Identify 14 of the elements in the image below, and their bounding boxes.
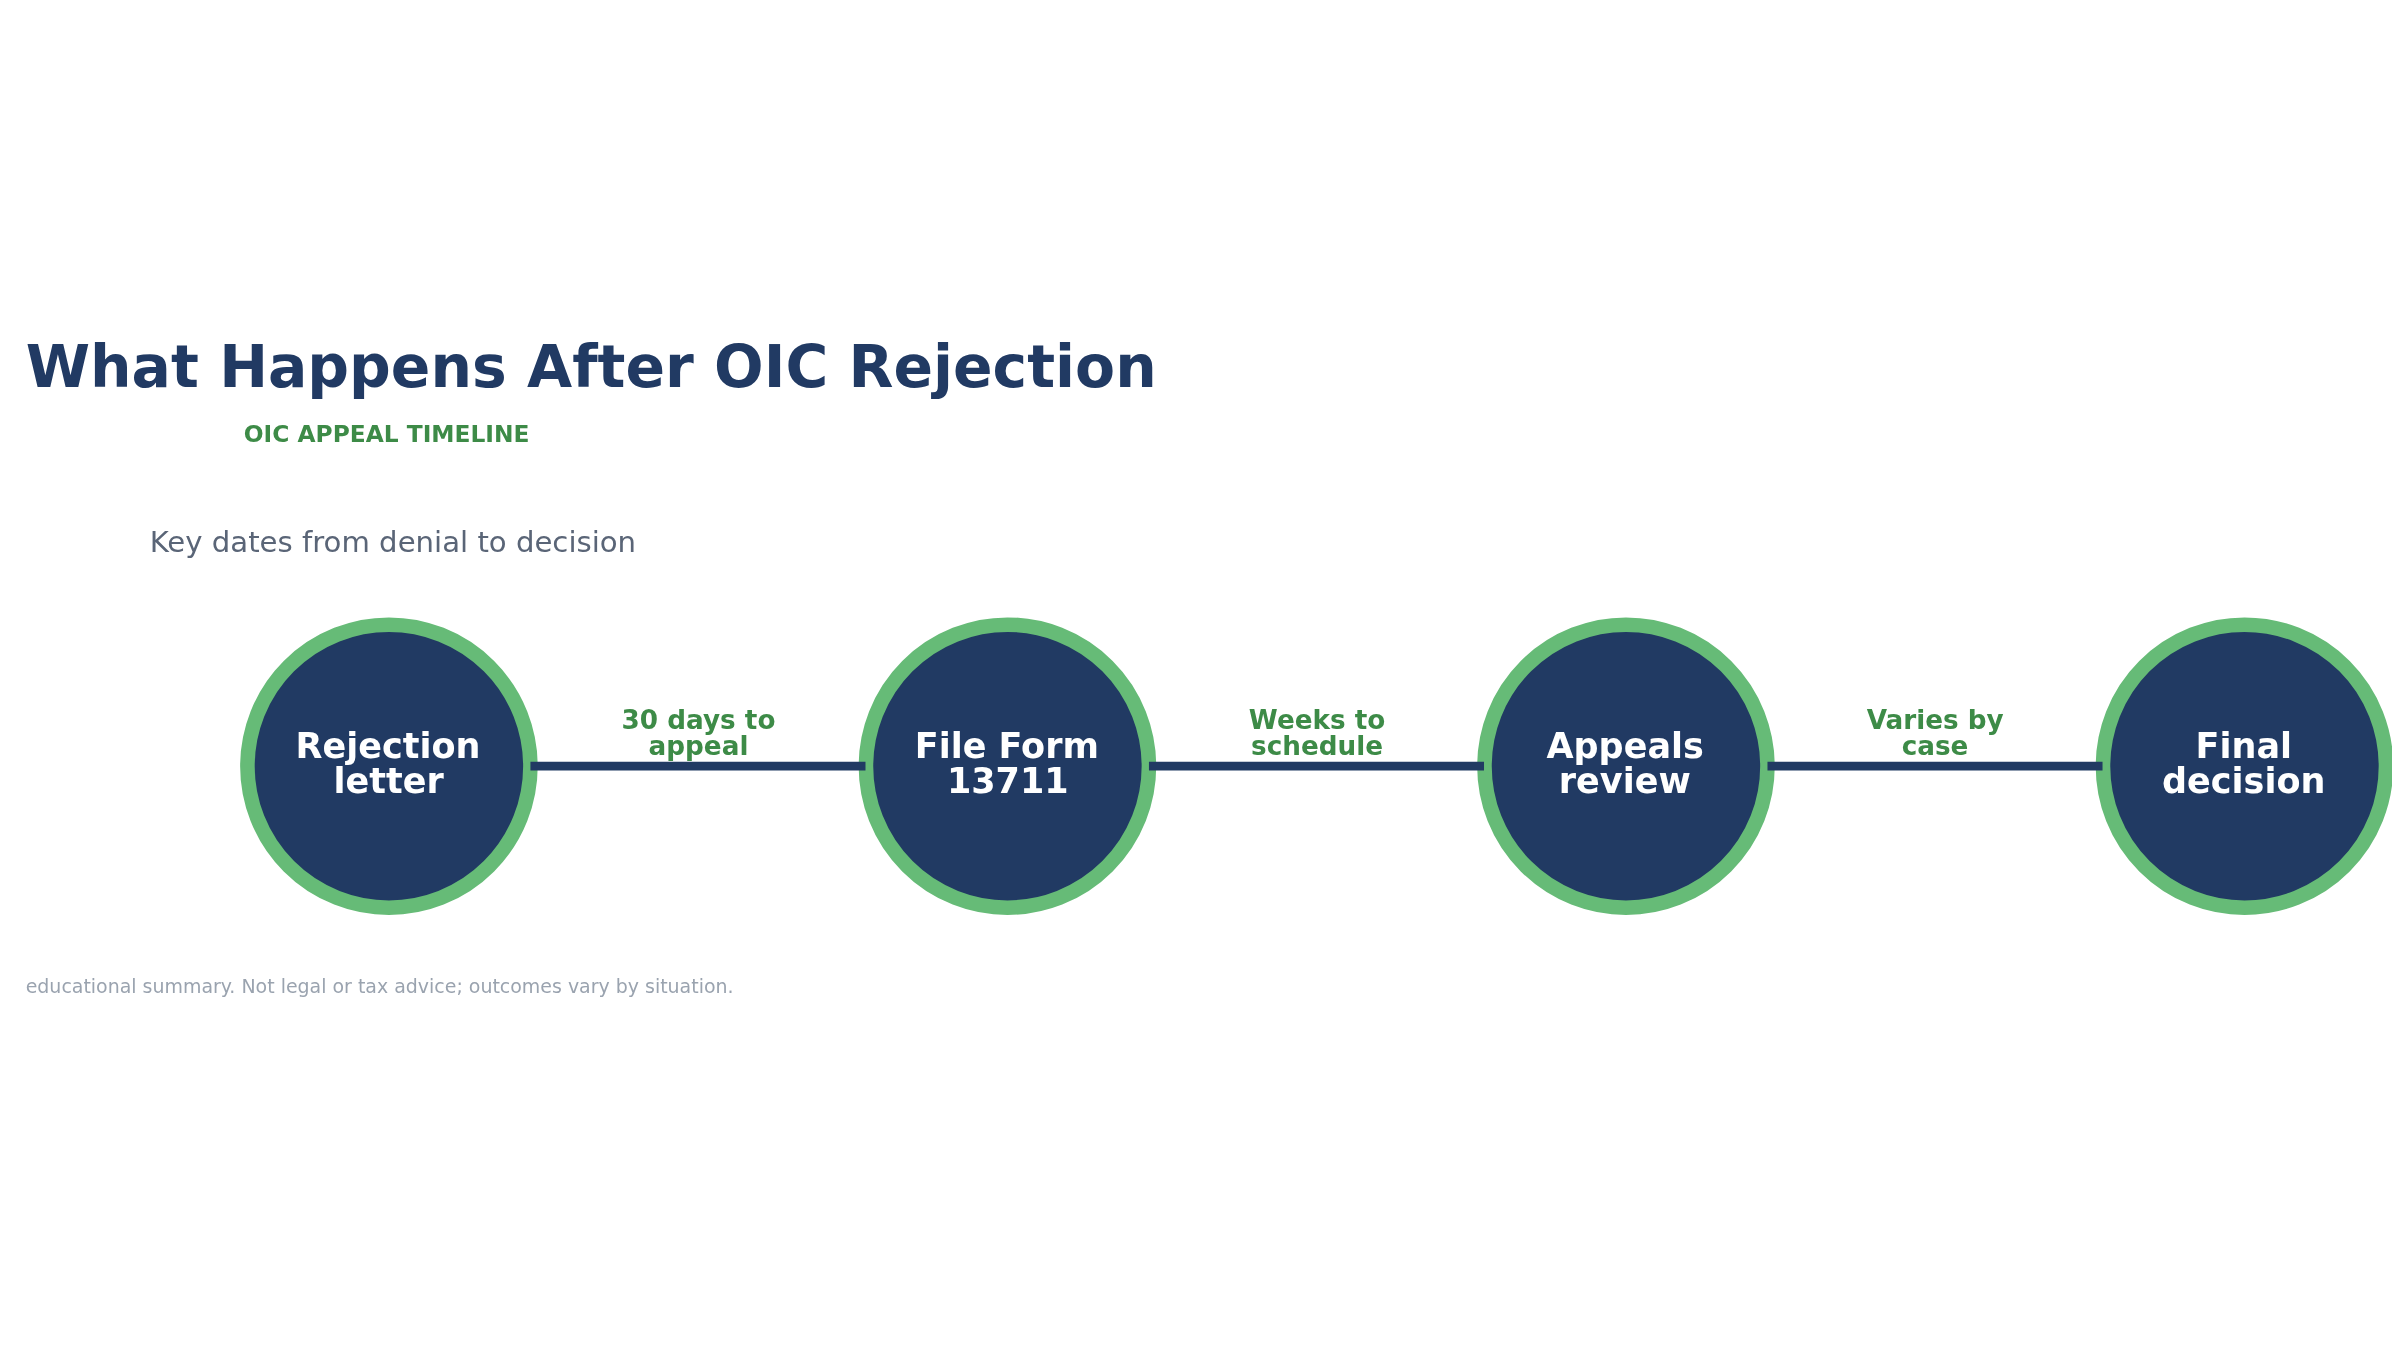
connector <box>530 761 866 771</box>
diagram-title: What Happens After OIC Rejection <box>25 332 1157 401</box>
edge-label: 30 days to appeal <box>621 704 776 762</box>
edge-label: Weeks to schedule <box>1248 704 1386 762</box>
edge-label: Varies by case <box>1866 704 2004 762</box>
label: OIC APPEAL TIMELINE <box>243 420 530 449</box>
node-circle: Final decision <box>2095 617 2392 915</box>
connector <box>1148 761 1484 771</box>
node-circle: File Form 13711 <box>858 617 1157 915</box>
connector <box>1767 761 2103 771</box>
node-circle: Appeals review <box>1477 617 1775 915</box>
label: educational summary. Not legal or tax advice; outcomes vary by situation. <box>25 974 734 997</box>
label: Key dates from denial to decision <box>149 524 637 559</box>
node-circle: Rejection letter <box>240 617 538 915</box>
